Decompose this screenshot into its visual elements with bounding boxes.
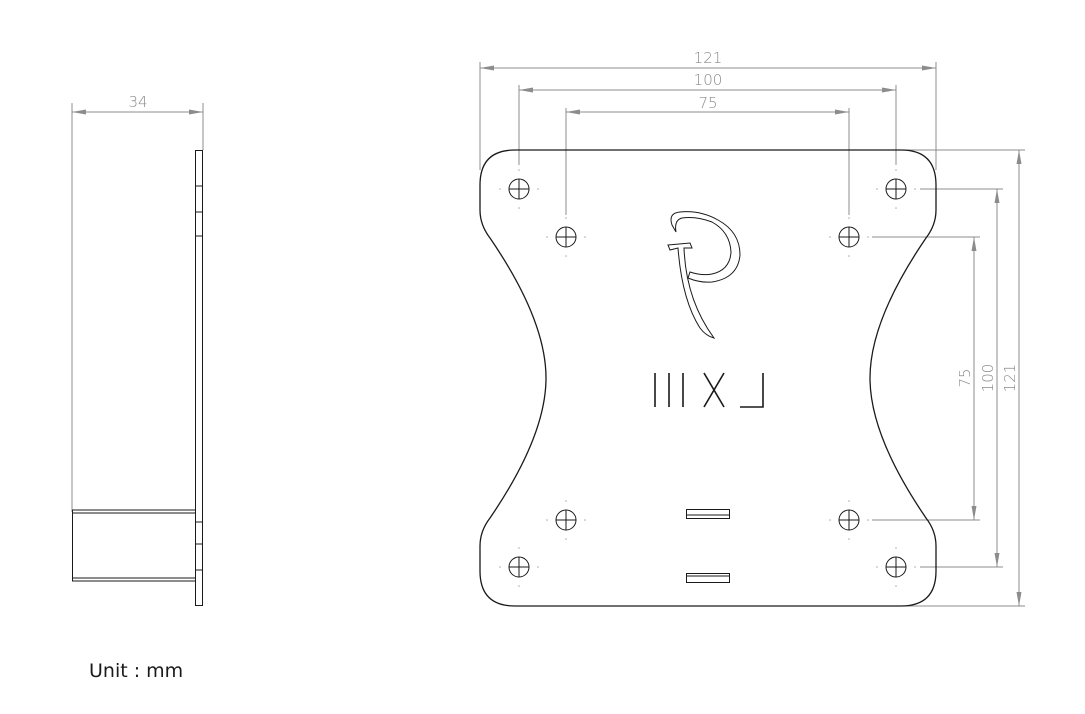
arrow-icon [971,506,977,520]
arrow-icon [189,109,203,115]
dim-label-121-v: 121 [1001,364,1019,393]
mounting-holes [499,169,916,587]
hole-75-bottom-right [829,500,869,540]
arrow-icon [1016,592,1022,606]
arrow-icon [835,109,849,115]
hole-100-bottom-left [499,547,539,587]
arrow-icon [994,553,1000,567]
arrow-icon [519,87,533,93]
side-view: 34 [71,93,204,606]
dim-label-75-h: 75 [698,94,717,112]
arrow-icon [566,109,580,115]
arrow-icon [882,87,896,93]
arrow-icon [994,189,1000,203]
logo-p-icon [667,211,741,339]
dim-label-100-h: 100 [694,71,723,89]
engraved-text-lxiii: LXIII [654,372,764,408]
plate-outline [479,149,937,607]
front-view: 121 100 75 121 100 75 [479,49,1025,607]
slot-lower [686,573,730,583]
dim-label-75-v: 75 [956,368,974,387]
side-bracket [72,509,196,582]
dim-label-100-v: 100 [979,364,997,393]
arrow-icon [922,65,936,71]
arrow-icon [480,65,494,71]
hole-100-top-left [499,169,539,209]
arrow-icon [72,109,86,115]
hole-75-top-right [829,217,869,257]
hole-75-top-left [546,217,586,257]
side-depth-label: 34 [128,93,147,111]
arrow-icon [971,237,977,251]
side-plate [195,150,203,606]
unit-label: Unit : mm [89,660,184,682]
arrow-icon [1016,150,1022,164]
hole-100-bottom-right [876,547,916,587]
hole-100-top-right [876,169,916,209]
slot-upper [686,509,730,519]
dim-label-121-h: 121 [694,49,723,67]
hole-75-bottom-left [546,500,586,540]
